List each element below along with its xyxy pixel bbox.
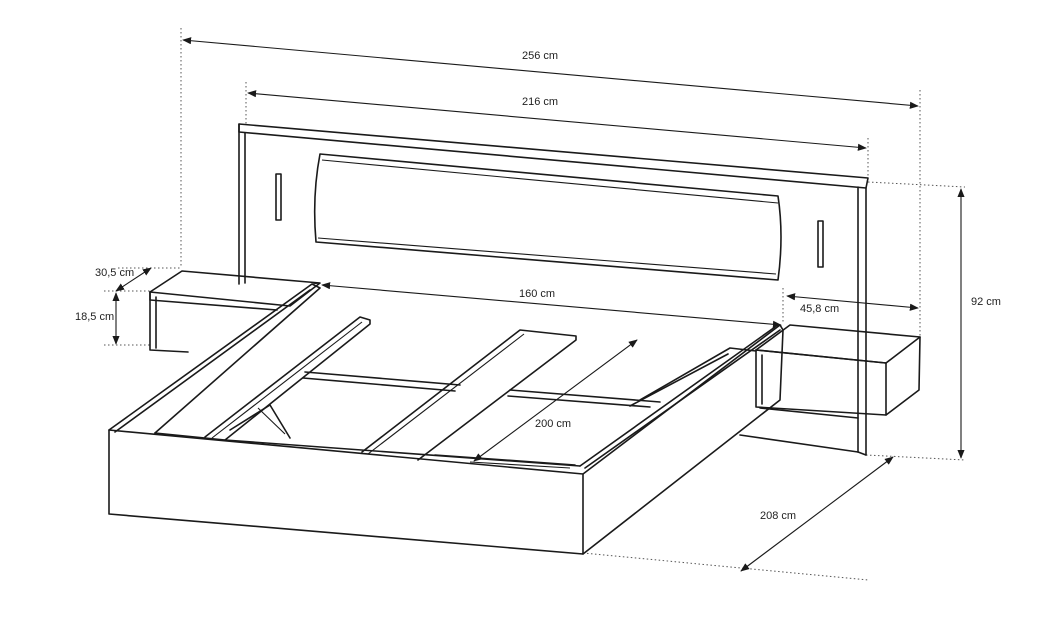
slat-middle	[361, 329, 577, 461]
label-mattress-width: 160 cm	[519, 288, 555, 300]
label-total-length: 208 cm	[760, 510, 796, 522]
label-total-height: 92 cm	[971, 296, 1001, 308]
dimension-labels: 256 cm 216 cm 160 cm 200 cm 208 cm 92 cm…	[75, 50, 1001, 522]
label-headboard-width: 216 cm	[522, 96, 558, 108]
bed-frame	[108, 282, 784, 555]
headboard	[238, 123, 869, 456]
label-mattress-length: 200 cm	[535, 418, 571, 430]
cross-rails	[229, 371, 661, 469]
label-nightstand-width: 45,8 cm	[800, 303, 839, 315]
slat-left	[204, 316, 371, 441]
extension-lines	[104, 28, 966, 581]
label-total-width: 256 cm	[522, 50, 558, 62]
headboard-cushion	[313, 153, 782, 281]
dimension-lines	[112, 37, 965, 572]
lamp-left	[275, 173, 282, 221]
lamp-right	[817, 220, 824, 268]
label-nightstand-height: 18,5 cm	[75, 311, 114, 323]
label-nightstand-depth: 30,5 cm	[95, 267, 134, 279]
nightstand-right	[739, 324, 921, 453]
